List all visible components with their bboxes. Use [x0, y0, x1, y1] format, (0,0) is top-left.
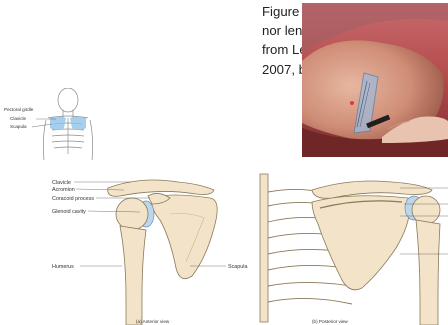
shoulder-anatomy-illustration: Clavicle Acromion Coracoid process Gleno… [0, 168, 448, 325]
label-scapula: Scapula [10, 124, 27, 129]
label-ant-scapula: Scapula [228, 264, 247, 270]
label-ant-clavicle: Clavicle [52, 180, 71, 186]
label-ant-coracoid: Coracoid process [52, 196, 94, 202]
posterior-view: (b) Posterior view [260, 174, 448, 325]
label-ant-glenoid: Glenoid cavity [52, 209, 86, 215]
pectoral-girdle-sketch: Pectoral girdle Clavicle Scapula [0, 88, 98, 160]
label-clavicle: Clavicle [10, 116, 27, 121]
label-ant-acromion: Acromion [52, 187, 75, 193]
caption-posterior: (b) Posterior view [312, 319, 348, 324]
anterior-view: Clavicle Acromion Coracoid process Gleno… [52, 180, 247, 325]
label-pectoral-girdle: Pectoral girdle [4, 107, 34, 112]
pectoralis-test-photo [302, 3, 448, 157]
caption-anterior: (a) Anterior view [136, 319, 170, 324]
label-ant-humerus: Humerus [52, 264, 74, 270]
sketch-labels: Pectoral girdle Clavicle Scapula [4, 107, 34, 129]
